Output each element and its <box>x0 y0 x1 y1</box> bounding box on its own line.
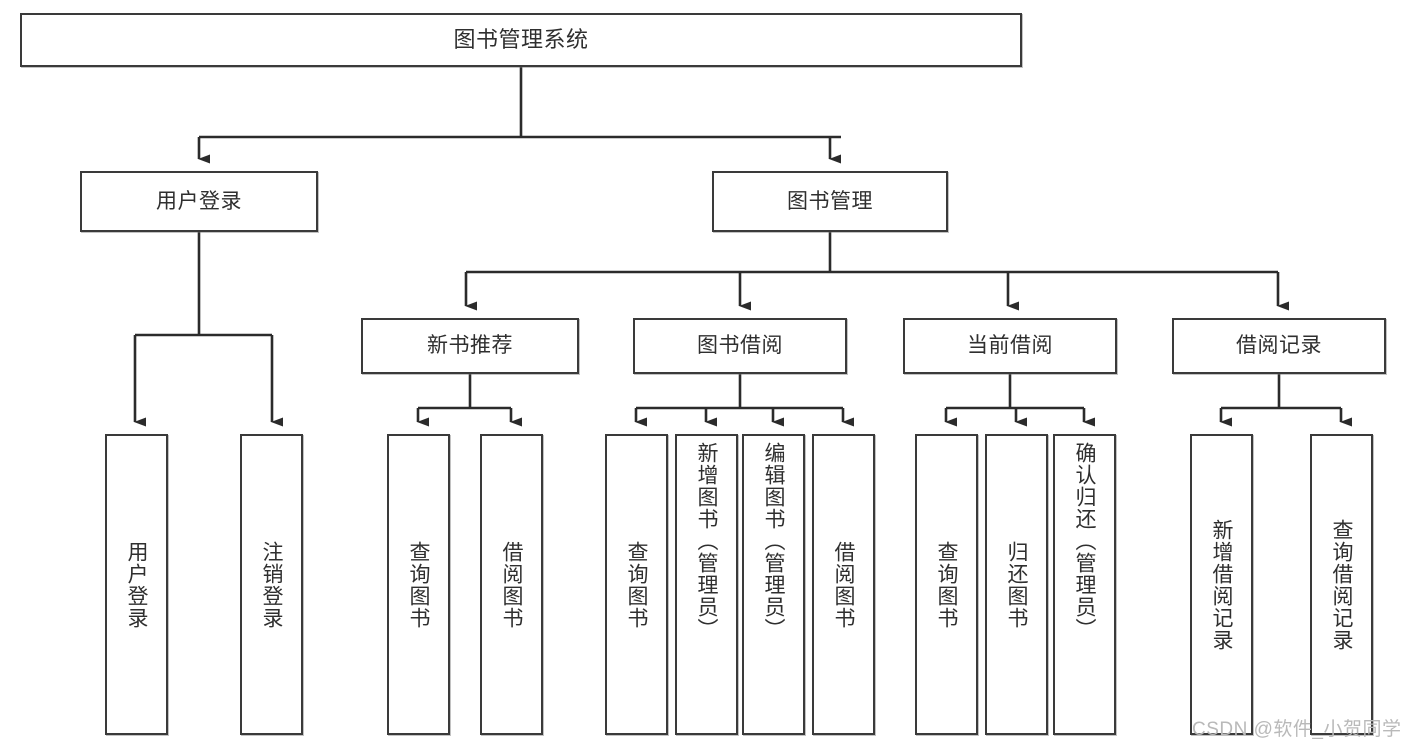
node-root-label: 图书管理系统 <box>453 26 589 52</box>
node-leaf-query-book-1-label: 查询图书 <box>407 540 430 629</box>
node-leaf-query-book-3[interactable]: 查询图书 <box>915 434 978 735</box>
node-leaf-edit-book[interactable]: 编辑图书（管理员） <box>742 434 805 735</box>
node-book-manage[interactable]: 图书管理 <box>712 171 948 232</box>
node-leaf-return-book-label: 归还图书 <box>1005 540 1028 629</box>
node-new-book-rec[interactable]: 新书推荐 <box>361 318 579 374</box>
node-book-borrow-label: 图书借阅 <box>697 334 783 358</box>
node-leaf-add-book-label: 新增图书（管理员） <box>695 442 718 640</box>
node-leaf-edit-book-label: 编辑图书（管理员） <box>762 442 785 640</box>
node-current-borrow-label: 当前借阅 <box>967 334 1053 358</box>
node-leaf-add-book[interactable]: 新增图书（管理员） <box>675 434 738 735</box>
node-book-borrow[interactable]: 图书借阅 <box>633 318 847 374</box>
node-leaf-query-record[interactable]: 查询借阅记录 <box>1310 434 1373 735</box>
node-book-manage-label: 图书管理 <box>787 189 873 213</box>
node-leaf-query-book-2[interactable]: 查询图书 <box>605 434 668 735</box>
node-leaf-query-book-2-label: 查询图书 <box>625 540 648 629</box>
node-leaf-borrow-book-1-label: 借阅图书 <box>500 540 523 629</box>
node-user-login[interactable]: 用户登录 <box>80 171 318 232</box>
node-leaf-query-record-label: 查询借阅记录 <box>1330 518 1353 651</box>
node-user-login-label: 用户登录 <box>156 189 242 213</box>
node-current-borrow[interactable]: 当前借阅 <box>903 318 1117 374</box>
node-leaf-query-book-1[interactable]: 查询图书 <box>387 434 450 735</box>
node-leaf-confirm-return[interactable]: 确认归还（管理员） <box>1053 434 1116 735</box>
node-leaf-borrow-book-2[interactable]: 借阅图书 <box>812 434 875 735</box>
node-leaf-user-login[interactable]: 用户登录 <box>105 434 168 735</box>
node-borrow-record[interactable]: 借阅记录 <box>1172 318 1386 374</box>
node-new-book-rec-label: 新书推荐 <box>427 334 513 358</box>
node-leaf-add-record-label: 新增借阅记录 <box>1210 518 1233 651</box>
node-leaf-logout-label: 注销登录 <box>260 540 283 629</box>
node-root[interactable]: 图书管理系统 <box>20 13 1022 67</box>
node-leaf-borrow-book-2-label: 借阅图书 <box>832 540 855 629</box>
node-leaf-add-record[interactable]: 新增借阅记录 <box>1190 434 1253 735</box>
node-leaf-confirm-return-label: 确认归还（管理员） <box>1073 442 1096 640</box>
node-leaf-logout[interactable]: 注销登录 <box>240 434 303 735</box>
watermark: CSDN @软件_小贺同学 <box>1192 719 1402 740</box>
node-leaf-borrow-book-1[interactable]: 借阅图书 <box>480 434 543 735</box>
node-leaf-query-book-3-label: 查询图书 <box>935 540 958 629</box>
node-borrow-record-label: 借阅记录 <box>1236 334 1322 358</box>
node-leaf-user-login-label: 用户登录 <box>125 540 148 629</box>
node-leaf-return-book[interactable]: 归还图书 <box>985 434 1048 735</box>
